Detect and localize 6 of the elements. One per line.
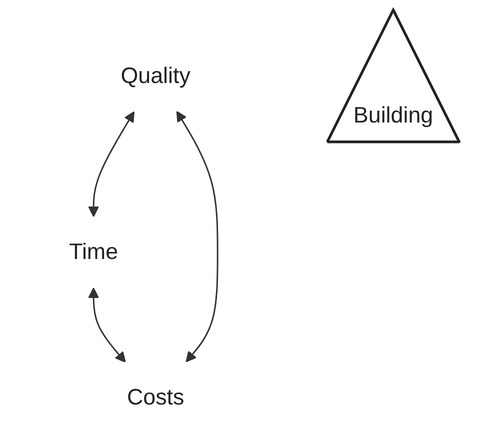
arrow (176, 110, 218, 362)
node-text: Costs (126, 384, 184, 410)
node-text: Quality (120, 62, 190, 88)
node-text: Time (69, 238, 118, 264)
arrow (88, 111, 135, 218)
arrow (88, 287, 126, 363)
